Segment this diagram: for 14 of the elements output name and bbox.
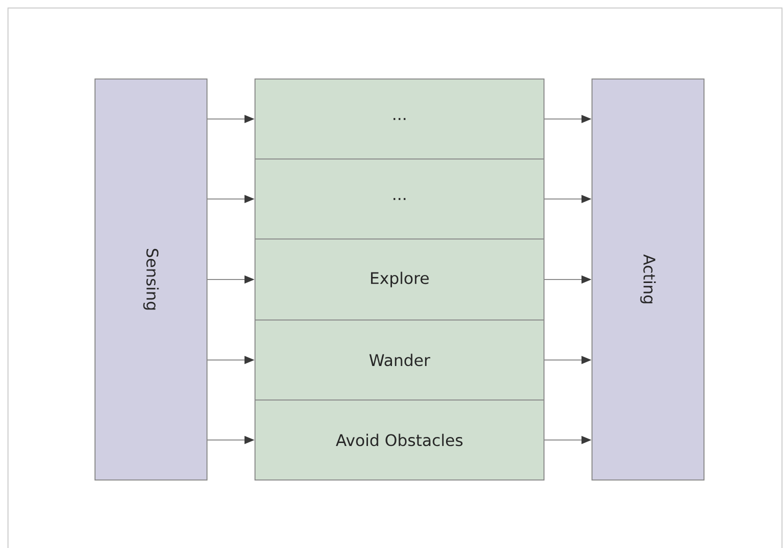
- behavior-layer-box: [254, 320, 544, 400]
- behavior-layer-box: [254, 238, 544, 320]
- box-label: Avoid Obstacles: [336, 434, 462, 446]
- behavior-layer-box: [254, 158, 544, 240]
- stage-box: [94, 78, 208, 480]
- box-label: ...: [394, 198, 406, 200]
- box-label: Sensing: [143, 248, 159, 310]
- box-label: ...: [394, 118, 406, 120]
- box-label: Wander: [369, 354, 430, 366]
- stage-box: [592, 78, 704, 480]
- behavior-layer-box: [254, 400, 544, 480]
- box-label: Explore: [371, 272, 429, 288]
- box-label: Acting: [640, 254, 656, 304]
- behavior-layer-box: [254, 78, 544, 160]
